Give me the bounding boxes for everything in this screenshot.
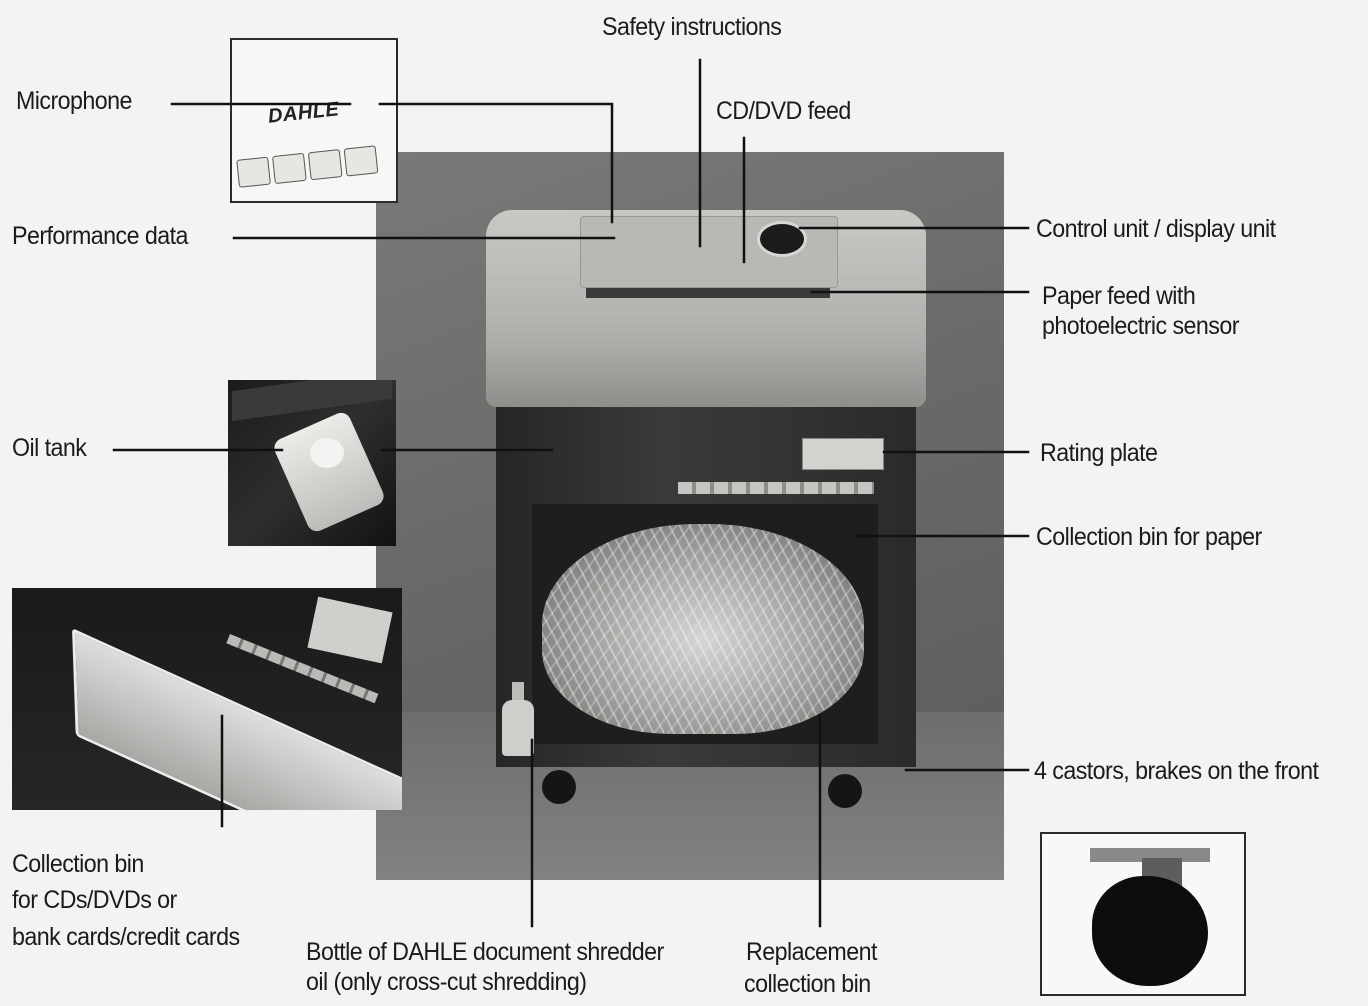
label-performance-data: Performance data (12, 221, 188, 252)
label-paper-feed-2: photoelectric sensor (1042, 311, 1239, 342)
label-collection-bin-paper: Collection bin for paper (1036, 522, 1262, 553)
label-cd-bin-1: Collection bin (12, 849, 144, 880)
label-cd-bin-2: for CDs/DVDs or (12, 885, 177, 916)
label-replacement-1: Replacement (746, 937, 877, 968)
label-paper-feed-1: Paper feed with (1042, 281, 1195, 312)
label-castors: 4 castors, brakes on the front (1034, 756, 1318, 787)
leader-microphone-2 (380, 104, 612, 222)
label-rating-plate: Rating plate (1040, 438, 1157, 469)
label-cd-bin-3: bank cards/credit cards (12, 922, 240, 953)
label-oil-tank: Oil tank (12, 433, 86, 464)
label-bottle-2: oil (only cross-cut shredding) (306, 967, 586, 998)
label-cd-dvd-feed: CD/DVD feed (716, 96, 851, 127)
label-bottle-1: Bottle of DAHLE document shredder (306, 937, 664, 968)
label-microphone: Microphone (16, 86, 132, 117)
label-replacement-2: collection bin (744, 969, 871, 1000)
label-control-unit: Control unit / display unit (1036, 214, 1276, 245)
label-safety-instructions: Safety instructions (602, 12, 781, 43)
